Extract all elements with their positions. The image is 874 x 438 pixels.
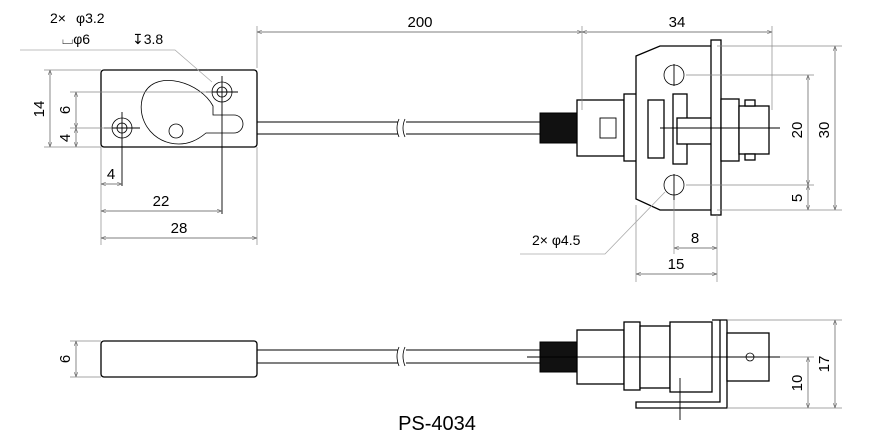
sensor-side [100, 340, 258, 378]
note-hole-diameter: φ3.2 [76, 10, 105, 26]
dim-hole-spacing-v: 6 [57, 106, 74, 114]
cable-side [257, 346, 540, 367]
side-view [100, 319, 780, 420]
hole-notes: 2× φ3.2 ⌴φ6 ↧3.8 2× φ4.5 [50, 10, 581, 248]
dim-hole-offset-bottom: 4 [57, 134, 74, 142]
dim-connector-height: 17 [816, 356, 833, 373]
dim-flange-height: 30 [816, 122, 833, 139]
note-hole-count: 2× [50, 10, 66, 26]
dim-connector-center: 10 [789, 375, 806, 392]
cable-top [257, 118, 540, 138]
dim-sensor-height: 14 [31, 101, 48, 118]
note-flange-holes: 2× φ4.5 [532, 232, 581, 248]
note-counterbore: ⌴φ6 [62, 31, 90, 47]
drawing-title: PS-4034 [398, 413, 476, 435]
dim-sensor-width: 28 [171, 220, 188, 237]
dim-sensor-thickness: 6 [57, 355, 74, 363]
dimension-lines [20, 26, 842, 409]
dimension-labels: 200 34 14 6 4 4 22 28 20 30 5 8 15 6 17 … [31, 14, 833, 391]
dim-flange-hole-x: 8 [691, 230, 699, 247]
dim-flange-width: 15 [668, 256, 685, 273]
top-view [100, 39, 780, 216]
connector-top [539, 39, 780, 216]
note-counterbore-depth: ↧3.8 [132, 31, 163, 47]
dim-flange-hole-pitch: 20 [789, 122, 806, 139]
dim-hole-offset-left: 4 [107, 166, 115, 183]
dim-connector-length: 34 [669, 14, 686, 31]
dim-cable-length: 200 [407, 14, 432, 31]
sensor-body [100, 69, 258, 214]
connector-side [527, 319, 780, 420]
dim-flange-hole-offset: 5 [789, 194, 806, 202]
dim-hole-spacing-h: 22 [153, 193, 170, 210]
